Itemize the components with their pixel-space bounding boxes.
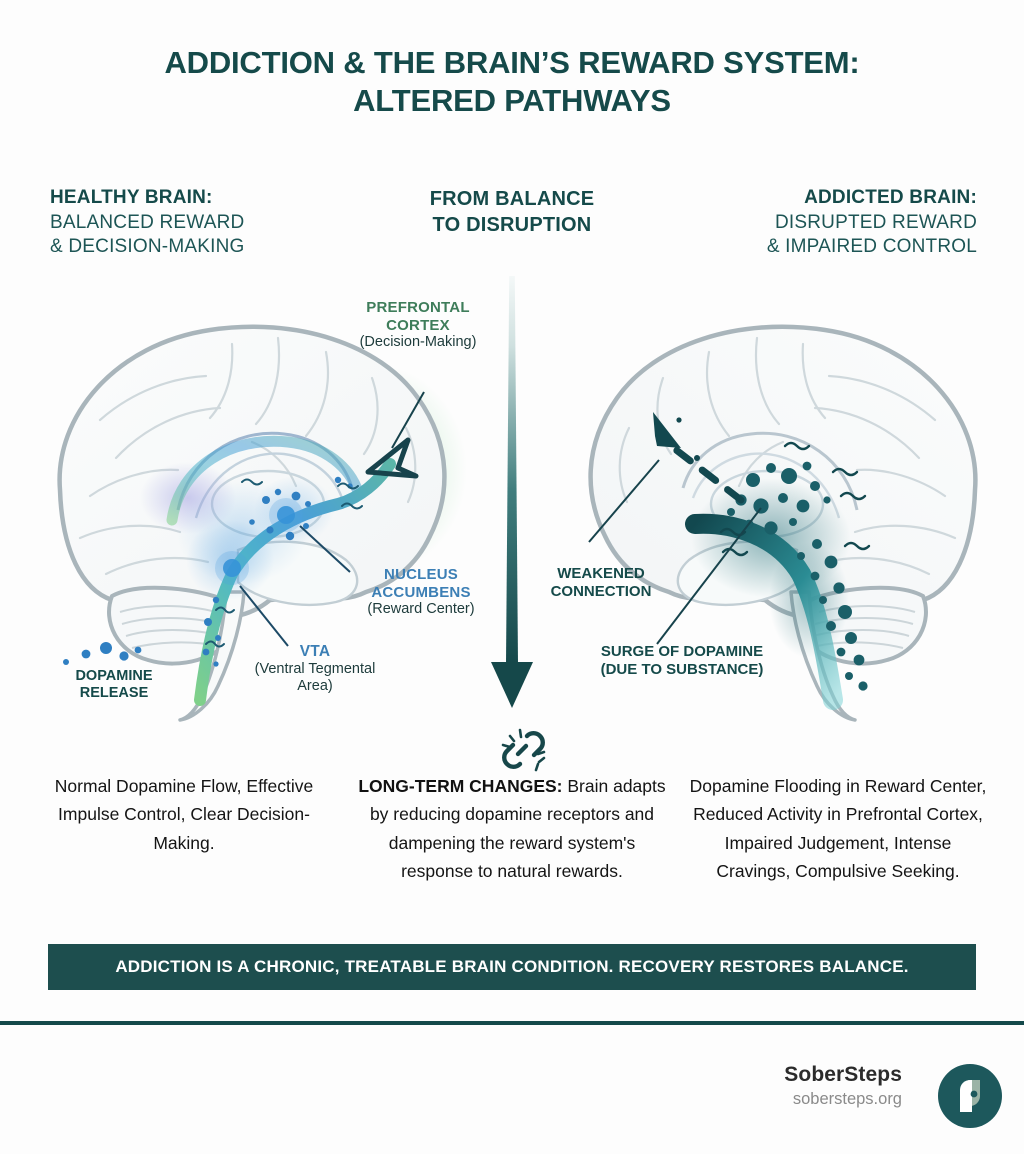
body-text-addicted: Dopamine Flooding in Reward Center, Redu… [689,776,987,882]
leader-line-nucleus-accumbens [299,525,351,573]
header-addicted-line3: & IMPAIRED CONTROL [766,236,977,258]
label-nucleus-accumbens: NUCLEUS ACCUMBENS (Reward Center) [346,566,496,618]
header-healthy-brain: HEALTHY BRAIN: BALANCED REWARD & DECISIO… [50,186,350,260]
page-title: ADDICTION & THE BRAIN’S REWARD SYSTEM: A… [0,44,1024,120]
leader-line-surge [656,507,762,645]
header-transition-line2: TO DISRUPTION [432,214,592,236]
header-healthy-line2: BALANCED REWARD [50,211,245,233]
header-healthy-strong: HEALTHY BRAIN: [50,187,213,208]
label-vta: VTA (Ventral Tegmental Area) [228,643,402,696]
sobersteps-logo-icon [938,1064,1002,1128]
body-text-healthy: Normal Dopamine Flow, Effective Impulse … [54,776,314,853]
pfc-sub: (Decision-Making) [359,334,477,351]
weakened-line-2: CONNECTION [550,582,652,600]
body-text-transition: LONG-TERM CHANGES: Brain adapts by reduc… [356,772,668,885]
leader-line-pfc [391,391,425,449]
label-surge-of-dopamine: SURGE OF DOPAMINE (DUE TO SUBSTANCE) [572,643,792,678]
leader-line-vta [239,585,289,647]
na-caption-1: NUCLEUS [384,566,458,583]
header-addicted-brain: ADDICTED BRAIN: DISRUPTED REWARD & IMPAI… [672,186,977,260]
header-addicted-strong: ADDICTED BRAIN: [804,187,977,208]
brand-name: SoberSteps [784,1063,902,1086]
down-arrow-icon [474,276,550,716]
dopamine-line-2: RELEASE [79,685,149,702]
label-weakened-connection: WEAKENED CONNECTION [528,565,674,600]
na-sub: (Reward Center) [367,601,475,618]
vta-sub-1: (Ventral Tegmental [254,661,376,678]
surge-line-1: SURGE OF DOPAMINE [600,643,764,660]
broken-chain-icon [494,722,554,778]
leader-line-weakened [588,459,660,543]
na-caption-2: ACCUMBENS [371,583,471,601]
addicted-brain-diagram [545,300,1015,730]
body-transition-text: Brain adapts by reducing dopamine recept… [369,776,666,882]
pfc-caption-2: CORTEX [386,316,450,334]
healthy-brain-diagram [20,300,490,730]
header-transition-line1: FROM BALANCE [429,188,595,210]
dopamine-release-dots [63,642,142,665]
vta-sub-2: Area) [297,678,333,695]
banner-text: ADDICTION IS A CHRONIC, TREATABLE BRAIN … [115,957,909,976]
vta-caption: VTA [299,643,331,660]
pfc-caption-1: PREFRONTAL [366,299,470,316]
title-line-2: ALTERED PATHWAYS [353,82,671,118]
surge-line-2: (DUE TO SUBSTANCE) [600,660,764,678]
header-transition: FROM BALANCE TO DISRUPTION [362,186,662,238]
column-headers: HEALTHY BRAIN: BALANCED REWARD & DECISIO… [0,186,1024,276]
header-healthy-line3: & DECISION-MAKING [50,236,245,258]
label-dopamine-release: DOPAMINE RELEASE [52,668,176,702]
dopamine-line-1: DOPAMINE [75,668,153,684]
key-message-banner: ADDICTION IS A CHRONIC, TREATABLE BRAIN … [48,944,976,990]
footer-divider [0,1021,1024,1025]
title-line-1: ADDICTION & THE BRAIN’S REWARD SYSTEM: [164,45,860,80]
dopamine-surge-dots [727,461,868,691]
weakened-connection-arrow [653,412,745,504]
body-transition-heading: LONG-TERM CHANGES: [358,776,563,796]
label-prefrontal-cortex: PREFRONTAL CORTEX (Decision-Making) [330,299,506,351]
brand-url[interactable]: sobersteps.org [792,1090,902,1108]
weakened-line-1: WEAKENED [557,565,645,582]
header-addicted-line2: DISRUPTED REWARD [774,211,977,233]
